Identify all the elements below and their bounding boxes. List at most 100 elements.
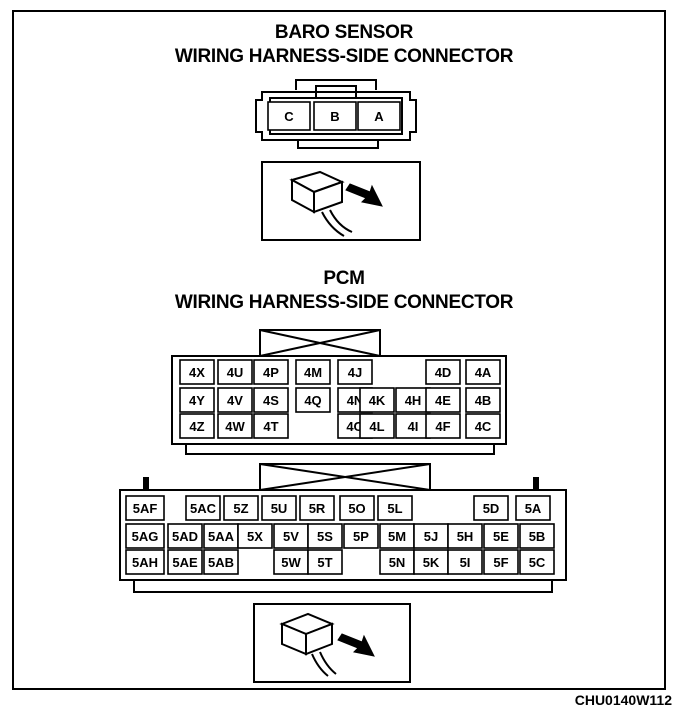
pcm-pin-4j-label: 4J: [348, 365, 362, 380]
pcm-pin-5r-label: 5R: [309, 501, 326, 516]
pcm-pin-4t: 4T: [253, 413, 289, 439]
pcm-plug-icon: [279, 612, 337, 677]
pcm-pin-5ah-label: 5AH: [132, 555, 158, 570]
pcm-pin-4l-label: 4L: [369, 419, 384, 434]
baro-pin-b-label: B: [330, 109, 339, 124]
pcm-pin-5i: 5I: [447, 549, 483, 575]
pcm-pin-4s-label: 4S: [263, 393, 279, 408]
pcm-pin-5e-label: 5E: [493, 529, 509, 544]
pcm-pin-4v: 4V: [217, 387, 253, 413]
pcm-pin-5ac-label: 5AC: [190, 501, 217, 516]
pcm-pin-5j-label: 5J: [424, 529, 438, 544]
pcm-pin-4z: 4Z: [179, 413, 215, 439]
pcm-pin-5af: 5AF: [125, 495, 165, 521]
pcm-pin-5s: 5S: [307, 523, 343, 549]
pcm-pin-5z: 5Z: [223, 495, 259, 521]
pcm-pin-4d: 4D: [425, 359, 461, 385]
pcm-pin-5c: 5C: [519, 549, 555, 575]
pcm-pin-5ag-label: 5AG: [132, 529, 159, 544]
pcm-pin-5b-label: 5B: [529, 529, 546, 544]
pcm-pin-5t-label: 5T: [317, 555, 332, 570]
pcm-pin-5p-label: 5P: [353, 529, 369, 544]
pcm-pin-5h-label: 5H: [457, 529, 474, 544]
pcm-pin-4a-label: 4A: [475, 365, 492, 380]
pcm-pin-4u: 4U: [217, 359, 253, 385]
baro-connector: [255, 79, 417, 149]
pcm-pin-5o-label: 5O: [348, 501, 365, 516]
pcm-pin-5ae: 5AE: [167, 549, 203, 575]
pcm-pin-4a: 4A: [465, 359, 501, 385]
pcm-title: PCM: [323, 268, 365, 289]
baro-pin-c: C: [267, 101, 311, 131]
pcm-pin-5k-label: 5K: [423, 555, 440, 570]
pcm-pin-5z-label: 5Z: [233, 501, 248, 516]
pcm-pin-4m: 4M: [295, 359, 331, 385]
pcm-pin-4k: 4K: [359, 387, 395, 413]
pcm-pin-4y: 4Y: [179, 387, 215, 413]
pcm-pin-4k-label: 4K: [369, 393, 386, 408]
pcm-pin-5h: 5H: [447, 523, 483, 549]
pcm-pin-4u-label: 4U: [227, 365, 244, 380]
pcm-pin-4e-label: 4E: [435, 393, 451, 408]
pcm-pin-5o: 5O: [339, 495, 375, 521]
pcm-pin-4h-label: 4H: [405, 393, 422, 408]
baro-plug-icon: [289, 170, 353, 237]
pcm-pin-5ab: 5AB: [203, 549, 239, 575]
pcm-pin-4c: 4C: [465, 413, 501, 439]
pcm-pin-4w-label: 4W: [225, 419, 245, 434]
pcm-subtitle: WIRING HARNESS-SIDE CONNECTOR: [174, 292, 514, 313]
pcm-pin-5aa-label: 5AA: [208, 529, 235, 544]
pcm-pin-5m: 5M: [379, 523, 415, 549]
pcm-pin-4q: 4Q: [295, 387, 331, 413]
pcm-pin-4t-label: 4T: [263, 419, 278, 434]
pcm-pin-4s: 4S: [253, 387, 289, 413]
pcm-pin-5e: 5E: [483, 523, 519, 549]
pcm-pin-4j: 4J: [337, 359, 373, 385]
pcm-pin-5n-label: 5N: [389, 555, 406, 570]
pcm-pin-5s-label: 5S: [317, 529, 333, 544]
pcm-pin-4v-label: 4V: [227, 393, 243, 408]
pcm-pin-5d-label: 5D: [483, 501, 500, 516]
pcm-pin-5ac: 5AC: [185, 495, 221, 521]
pcm-view-illustration: [253, 603, 411, 683]
pcm-pin-5a-label: 5A: [525, 501, 542, 516]
figure-frame: [12, 10, 666, 690]
pcm-pin-5a: 5A: [515, 495, 551, 521]
pcm-pin-4b: 4B: [465, 387, 501, 413]
pcm-arrow-icon: [337, 633, 375, 657]
pcm-pin-4f: 4F: [425, 413, 461, 439]
pcm-pin-5w: 5W: [273, 549, 309, 575]
pcm-pin-5n: 5N: [379, 549, 415, 575]
pcm-pin-5ab-label: 5AB: [208, 555, 234, 570]
pcm-pin-5c-label: 5C: [529, 555, 546, 570]
pcm-pin-5m-label: 5M: [388, 529, 406, 544]
pcm-pin-4q-label: 4Q: [304, 393, 321, 408]
pcm-connector-4-body: [171, 329, 507, 455]
baro-title: BARO SENSOR: [274, 22, 414, 43]
pcm-pin-4p-label: 4P: [263, 365, 279, 380]
pcm-pin-4d-label: 4D: [435, 365, 452, 380]
pcm-pin-5u-label: 5U: [271, 501, 288, 516]
pcm-pin-5x-label: 5X: [247, 529, 263, 544]
pcm-pin-4y-label: 4Y: [189, 393, 205, 408]
pcm-pin-4x: 4X: [179, 359, 215, 385]
pcm-connector-5-body: [119, 463, 567, 593]
pcm-pin-4w: 4W: [217, 413, 253, 439]
pcm-pin-5k: 5K: [413, 549, 449, 575]
pcm-pin-4p: 4P: [253, 359, 289, 385]
pcm-pin-5w-label: 5W: [281, 555, 301, 570]
pcm-pin-4z-label: 4Z: [189, 419, 204, 434]
pcm-pin-5b: 5B: [519, 523, 555, 549]
pcm-pin-5ad: 5AD: [167, 523, 203, 549]
pcm-pin-5af-label: 5AF: [133, 501, 158, 516]
pcm-pin-5r: 5R: [299, 495, 335, 521]
pcm-pin-4f-label: 4F: [435, 419, 450, 434]
pcm-pin-5p: 5P: [343, 523, 379, 549]
pcm-pin-5d: 5D: [473, 495, 509, 521]
baro-pin-a-label: A: [374, 109, 384, 124]
pcm-pin-4n-label: 4N: [347, 393, 364, 408]
pcm-pin-4x-label: 4X: [189, 365, 205, 380]
